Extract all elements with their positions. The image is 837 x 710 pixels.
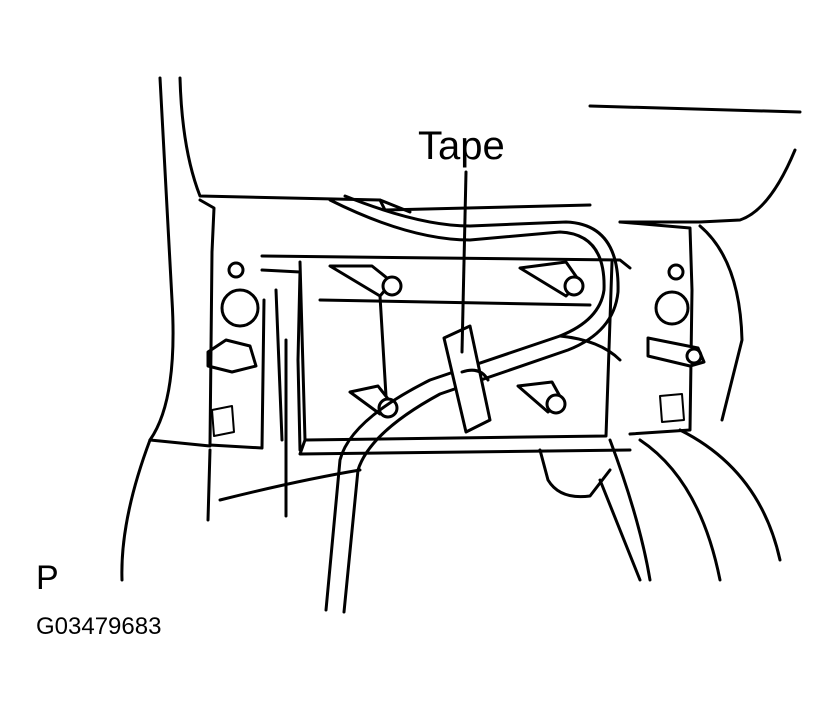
- view-letter: P: [36, 559, 59, 597]
- instrument-panel-shell: [148, 76, 802, 448]
- right-side-bracket: [618, 220, 744, 436]
- figure-code: G03479683: [36, 613, 162, 640]
- wire-harness: [324, 194, 622, 614]
- tape-callout-leader: [460, 170, 468, 354]
- tape-callout-label: Tape: [418, 124, 505, 168]
- lower-console-lines: [120, 428, 782, 582]
- left-side-bracket: [198, 198, 302, 518]
- glove-box-opening: [260, 254, 632, 499]
